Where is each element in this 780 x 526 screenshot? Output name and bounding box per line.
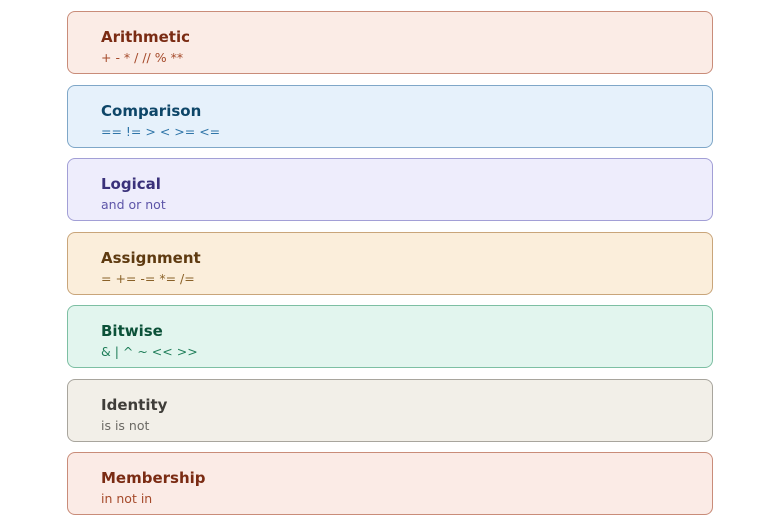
card-title: Comparison (101, 101, 202, 120)
card-operators: and or not (101, 197, 166, 212)
card-operators: is is not (101, 417, 150, 433)
card-title: Assignment (101, 248, 201, 267)
card-operators: in not in (101, 491, 153, 506)
card-assignment: Assignment = += -= *= /= (67, 231, 713, 295)
card-operators: & | ^ ~ << >> (101, 344, 198, 359)
card-logical: Logical and or not (67, 158, 713, 221)
card-title: Logical (101, 175, 161, 193)
card-title: Arithmetic (101, 28, 191, 46)
card-title: Bitwise (101, 322, 163, 340)
card-membership: Membership in not in (67, 452, 713, 515)
card-comparison: Comparison == != > < >= <= (67, 84, 713, 148)
card-title: Membership (101, 469, 206, 487)
card-identity: Identity is is not (67, 378, 713, 442)
card-arithmetic: Arithmetic + - * / // % ** (67, 11, 713, 74)
operator-category-list: Arithmetic + - * / // % ** Comparison ==… (67, 11, 713, 526)
card-operators: + - * / // % ** (101, 50, 184, 65)
card-bitwise: Bitwise & | ^ ~ << >> (67, 305, 713, 368)
card-operators: = += -= *= /= (101, 270, 195, 286)
card-operators: == != > < >= <= (101, 123, 221, 139)
card-title: Identity (101, 395, 168, 414)
